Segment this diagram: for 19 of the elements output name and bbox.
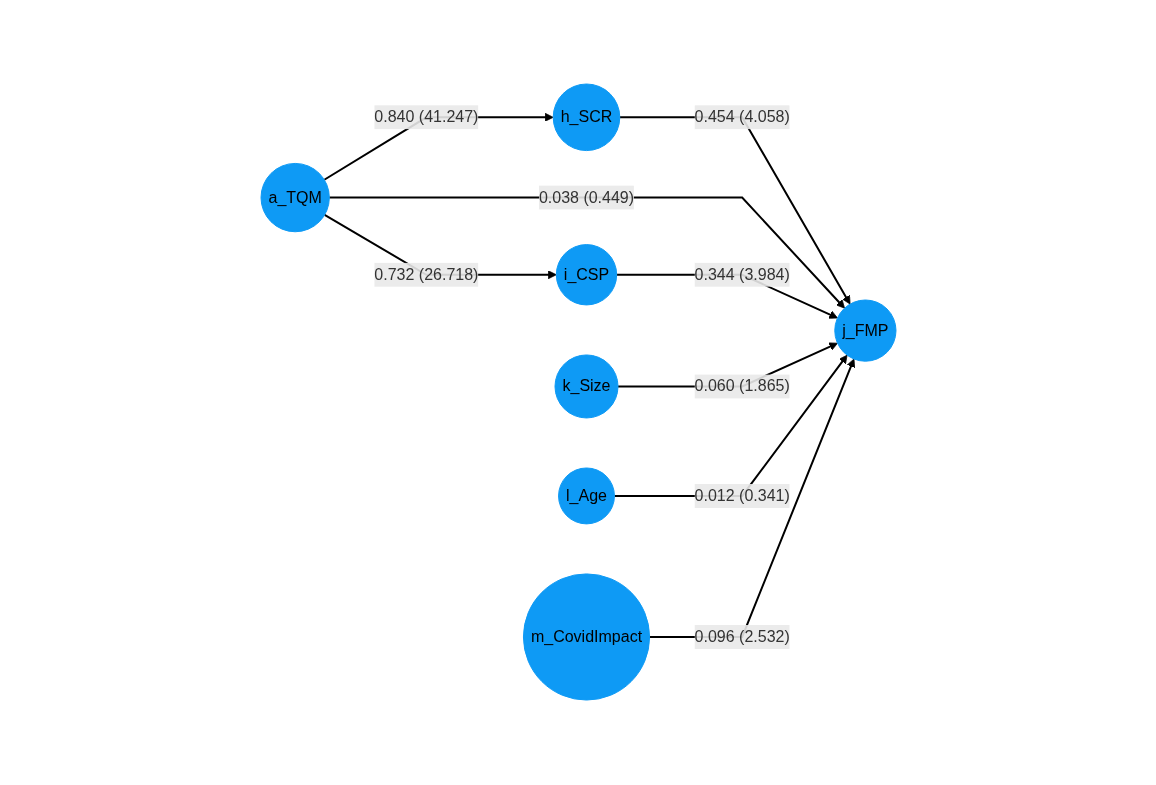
- edge-label: 0.012 (0.341): [694, 487, 790, 505]
- node-circle: h_SCR: [552, 83, 620, 152]
- node-circle: m_CovidImpact: [522, 573, 650, 701]
- arrow: [648, 359, 855, 639]
- arrow: [612, 355, 847, 498]
- edge-label: 0.840 (41.247): [373, 108, 478, 126]
- edge-label: 0.454 (4.058): [694, 108, 790, 126]
- arrow: [618, 116, 850, 305]
- node-circle: i_CSP: [555, 244, 617, 306]
- edge-label: 0.060 (1.865): [694, 377, 790, 395]
- node-circle: k_Size: [554, 354, 618, 419]
- node-circle: l_Age: [557, 467, 615, 525]
- edge-label: 0.732 (26.718): [373, 266, 478, 284]
- edge-label: 0.038 (0.449): [538, 189, 634, 207]
- edge-label: 0.344 (3.984): [694, 266, 790, 284]
- arrow: [327, 197, 845, 309]
- node-circle: j_FMP: [833, 299, 896, 363]
- node-circle: a_TQM: [260, 163, 330, 233]
- edge-label: 0.096 (2.532): [694, 628, 790, 646]
